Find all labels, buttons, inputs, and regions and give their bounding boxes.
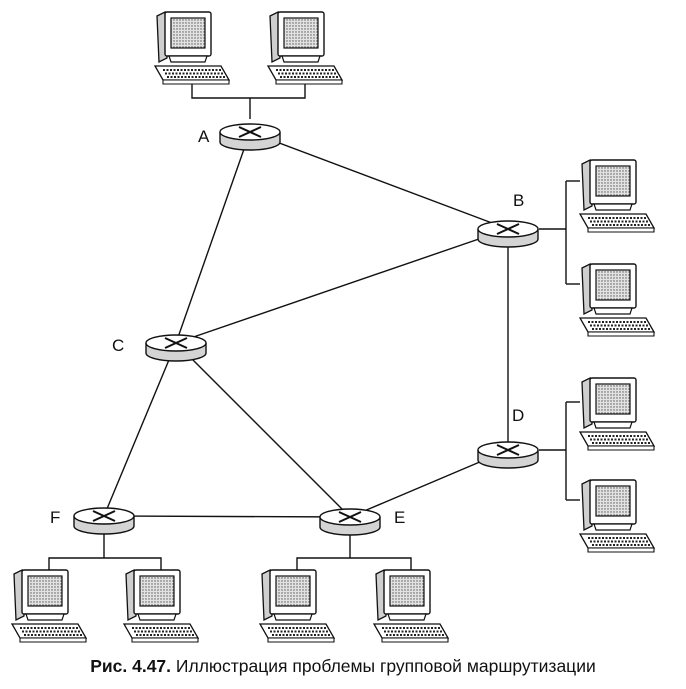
computer-icon (373, 569, 449, 643)
router-cross-icon (338, 511, 362, 523)
link-c-f (103, 342, 177, 517)
lan-e (259, 530, 449, 643)
figure-number: Рис. 4.47. (90, 656, 172, 676)
figure-caption: Рис. 4.47. Иллюстрация проблемы группово… (0, 656, 686, 677)
computer-icon (579, 159, 655, 233)
link-b-c (175, 228, 509, 344)
lan-bus (296, 557, 412, 570)
router-label: B (513, 191, 524, 210)
link-f-e (103, 515, 351, 518)
router-label: A (198, 127, 210, 146)
hosts-layer (11, 11, 655, 643)
computer-icon (259, 569, 335, 643)
router-b: B (477, 191, 539, 248)
link-a-c (175, 131, 251, 344)
computer-icon (154, 11, 230, 85)
router-cross-icon (92, 510, 116, 522)
link-c-e (175, 342, 351, 518)
lan-f (11, 529, 199, 643)
router-label: C (112, 336, 124, 355)
computer-icon (123, 569, 199, 643)
computer-icon (267, 11, 343, 85)
router-a: A (198, 123, 281, 151)
lan-a (154, 11, 343, 119)
figure-title: Иллюстрация проблемы групповой маршрутиз… (175, 656, 596, 676)
computer-icon (579, 479, 655, 553)
router-cross-icon (496, 444, 520, 456)
router-cross-icon (496, 223, 520, 235)
lan-d (539, 377, 655, 553)
router-cross-icon (164, 337, 188, 349)
lan-bus (191, 84, 306, 99)
links-layer (103, 131, 509, 518)
computer-icon (579, 377, 655, 451)
router-c: C (112, 334, 207, 362)
router-label: F (50, 508, 60, 527)
router-label: D (512, 406, 524, 425)
computer-icon (11, 569, 87, 643)
router-e: E (319, 508, 405, 536)
router-cross-icon (238, 126, 262, 138)
routers-layer: A B C D E F (50, 123, 539, 536)
computer-icon (579, 263, 655, 337)
router-label: E (394, 508, 405, 527)
router-d: D (477, 406, 539, 469)
lan-bus (48, 557, 162, 570)
link-a-b (249, 131, 509, 230)
lan-b (539, 159, 655, 337)
router-f: F (50, 507, 135, 535)
